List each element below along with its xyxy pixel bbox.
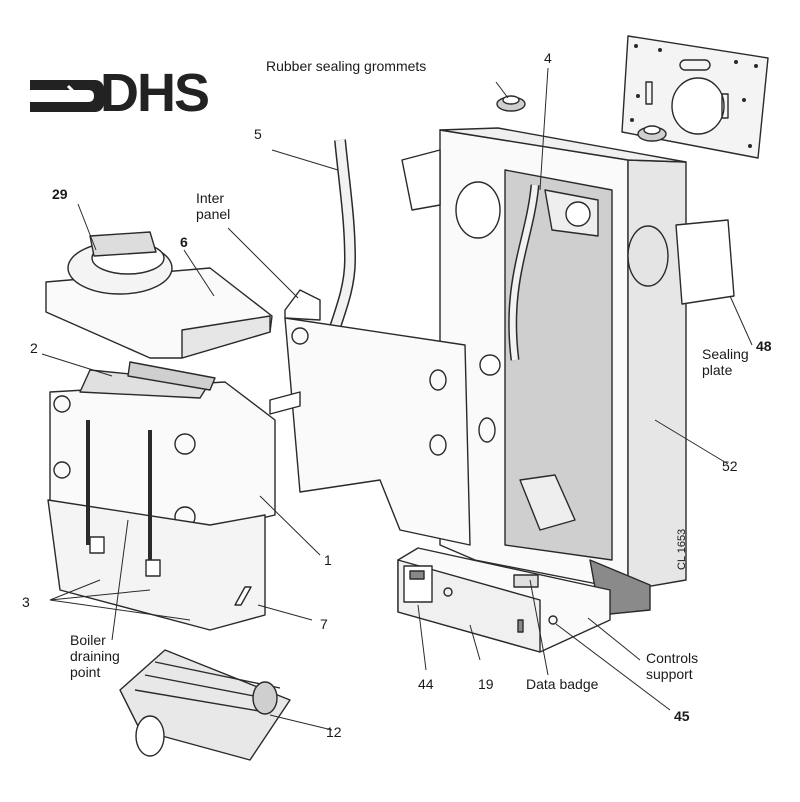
drawing-reference: CL 1653	[676, 528, 688, 570]
part-number-7: 7	[320, 616, 328, 632]
part-number-29: 29	[52, 186, 68, 202]
dhs-logo: DHS	[28, 63, 218, 123]
label-rubber-sealing-grommets: Rubber sealing grommets	[266, 58, 427, 74]
part-number-4: 4	[544, 50, 552, 66]
label-sealing-plate-line2: plate	[702, 362, 733, 378]
part-number-19: 19	[478, 676, 494, 692]
label-inter-panel-line2: panel	[196, 206, 231, 222]
burner	[119, 649, 291, 761]
label-boiler-draining-line3: point	[70, 664, 101, 680]
label-data-badge: Data badge	[526, 676, 599, 692]
label-controls-support-line1: Controls	[646, 650, 699, 666]
part-number-1: 1	[324, 552, 332, 568]
leader-lines	[41, 67, 753, 731]
logo-mark	[30, 80, 105, 112]
heat-exchanger	[47, 361, 276, 631]
logo-text: DHS	[100, 63, 210, 123]
part-number-48: 48	[756, 338, 772, 354]
label-boiler-draining-line1: Boiler	[70, 632, 106, 648]
main-casing	[401, 127, 735, 616]
part-number-52: 52	[722, 458, 738, 474]
label-controls-support-line2: support	[646, 666, 693, 682]
part-number-44: 44	[418, 676, 434, 692]
part-number-45: 45	[674, 708, 690, 724]
part-number-12: 12	[326, 724, 342, 740]
label-boiler-draining-line2: draining	[70, 648, 120, 664]
controls-support	[397, 547, 611, 653]
part-number-6: 6	[180, 234, 188, 250]
inter-panel	[269, 289, 501, 546]
grommets	[496, 95, 667, 142]
label-sealing-plate-line1: Sealing	[702, 346, 749, 362]
part-number-5: 5	[254, 126, 262, 142]
part-number-3: 3	[22, 594, 30, 610]
part-number-2: 2	[30, 340, 38, 356]
label-inter-panel-line1: Inter	[196, 190, 225, 206]
fan-assembly	[45, 231, 273, 359]
